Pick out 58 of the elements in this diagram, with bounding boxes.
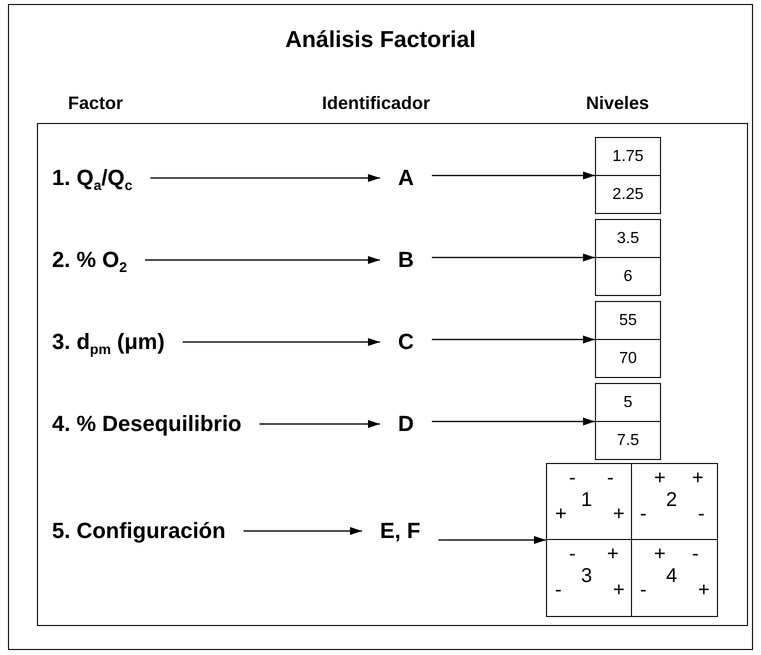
arrow: [432, 418, 595, 426]
column-header: Niveles: [586, 93, 650, 114]
sign-symbol: -: [640, 580, 647, 600]
arrow: [145, 256, 380, 264]
identifier-label: E, F: [362, 518, 438, 544]
factor-label: 5. Configuración: [52, 518, 244, 544]
factor-label: 3. d$_{pm}$ (μm): [52, 329, 183, 355]
sign-symbol: +: [613, 580, 625, 600]
sign-symbol: +: [555, 504, 567, 524]
sign-symbol: +: [654, 468, 666, 488]
sign-symbol: -: [640, 504, 647, 524]
arrow: [432, 336, 595, 344]
sign-symbol: -: [607, 468, 614, 488]
identifier-label: A: [380, 165, 432, 191]
levels-box: [595, 301, 661, 378]
arrow: [438, 536, 546, 544]
levels-box: [595, 383, 661, 460]
arrow: [244, 527, 362, 535]
sign-symbol: +: [607, 544, 619, 564]
level-value: 7.5: [596, 421, 660, 459]
cell-number: 2: [666, 488, 678, 512]
cell-number: 3: [581, 564, 592, 588]
arrow: [182, 338, 380, 346]
factor-label: 4. % Desequilibrio: [52, 411, 260, 437]
level-value: 3.5: [616, 228, 640, 248]
cell-number: 1: [581, 488, 592, 512]
level-value: 55: [618, 310, 638, 330]
column-header: Factor: [68, 93, 124, 114]
arrow: [432, 172, 595, 180]
level-value: 1.75: [611, 146, 645, 166]
identifier-label: B: [380, 247, 432, 273]
sign-symbol: -: [692, 544, 699, 564]
factor-label: 1. Q$_{a}$/Q$_{c}$: [52, 165, 150, 191]
title: Análisis Factorial: [284, 26, 477, 53]
configuration-grid: [546, 463, 718, 617]
level-value: 70: [596, 339, 660, 377]
identifier-label: D: [380, 411, 432, 437]
level-value: 5: [622, 392, 634, 412]
arrow: [432, 254, 595, 262]
level-value: 2.25: [596, 175, 660, 213]
sign-symbol: +: [698, 580, 710, 600]
sign-symbol: -: [555, 580, 562, 600]
sign-symbol: +: [654, 544, 666, 564]
column-header: Identificador: [322, 93, 430, 114]
identifier-label: C: [380, 329, 432, 355]
level-value: 6: [596, 257, 660, 295]
sign-symbol: -: [698, 504, 705, 524]
factor-label: 2. % O$_{2}$: [52, 247, 146, 273]
sign-symbol: -: [569, 544, 576, 564]
sign-symbol: -: [569, 468, 576, 488]
levels-box: [595, 137, 661, 214]
grid-cell: [547, 464, 632, 540]
sign-symbol: +: [692, 468, 704, 488]
arrow: [150, 174, 380, 182]
arrow: [260, 420, 380, 428]
cell-number: 4: [666, 564, 678, 588]
sign-symbol: +: [613, 504, 625, 524]
levels-box: [595, 219, 661, 296]
